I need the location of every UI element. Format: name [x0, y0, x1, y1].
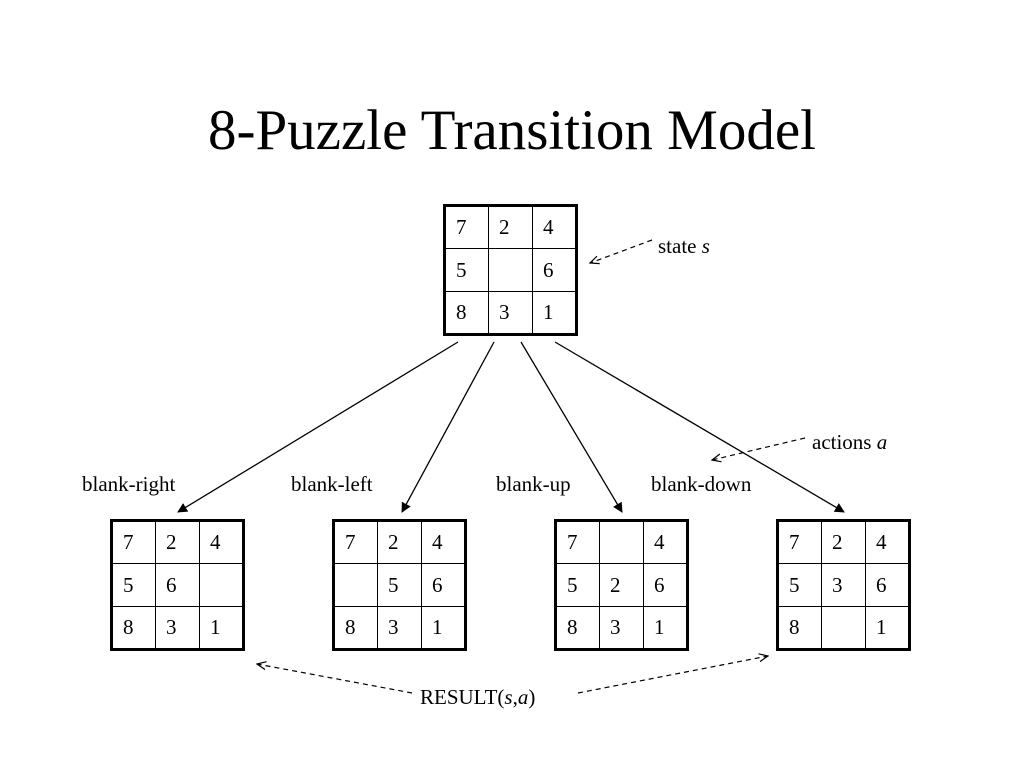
arrow-blank-left	[401, 341, 495, 513]
grid-cell: 1	[865, 606, 910, 650]
grid-cell: 5	[444, 248, 489, 292]
child-grid-blank-up: 7 4 5 2 6 8 3 1	[554, 519, 689, 651]
grid-cell: 7	[444, 205, 489, 249]
grid-cell: 5	[555, 563, 600, 607]
grid-cell: 1	[199, 606, 244, 650]
grid-cell: 4	[865, 520, 910, 564]
grid-cell: 3	[488, 291, 533, 335]
grid-cell: 8	[555, 606, 600, 650]
grid-cell: 4	[421, 520, 466, 564]
state-label-text: state	[658, 234, 702, 258]
grid-cell: 7	[333, 520, 378, 564]
result-label: RESULT(s,a)	[420, 685, 535, 710]
child-grid-blank-right: 7 2 4 5 6 8 3 1	[110, 519, 245, 651]
grid-cell	[821, 606, 866, 650]
grid-cell: 1	[643, 606, 688, 650]
arrow-blank-right	[177, 341, 459, 513]
actions-label: actions a	[812, 430, 887, 455]
grid-cell: 8	[333, 606, 378, 650]
grid-cell: 6	[865, 563, 910, 607]
action-label-blank-up: blank-up	[496, 472, 571, 496]
actions-label-text: actions	[812, 430, 877, 454]
state-pointer-arrow	[590, 239, 653, 263]
action-label-blank-right: blank-right	[82, 472, 176, 496]
result-label-a: a	[517, 685, 529, 709]
result-pointer-arrow-right	[577, 656, 768, 694]
child-grid-blank-down: 7 2 4 5 3 6 8 1	[776, 519, 911, 651]
grid-cell: 3	[821, 563, 866, 607]
root-state-grid: 7 2 4 5 6 8 3 1	[443, 204, 578, 336]
grid-cell	[599, 520, 644, 564]
arrow-blank-down	[554, 341, 845, 513]
grid-cell: 6	[155, 563, 200, 607]
grid-cell: 6	[532, 248, 577, 292]
grid-cell	[333, 563, 378, 607]
grid-cell: 2	[155, 520, 200, 564]
grid-cell: 1	[532, 291, 577, 335]
grid-cell	[488, 248, 533, 292]
grid-cell: 5	[777, 563, 822, 607]
state-label-var: s	[701, 234, 710, 258]
grid-cell: 2	[821, 520, 866, 564]
grid-cell: 4	[532, 205, 577, 249]
grid-cell: 4	[199, 520, 244, 564]
arrow-blank-up	[520, 341, 623, 513]
grid-cell: 3	[377, 606, 422, 650]
grid-cell: 2	[377, 520, 422, 564]
state-label: state s	[658, 234, 710, 259]
grid-cell: 5	[111, 563, 156, 607]
action-label-blank-down: blank-down	[651, 472, 752, 496]
result-label-s: s	[504, 685, 513, 709]
grid-cell	[199, 563, 244, 607]
grid-cell: 3	[155, 606, 200, 650]
action-label-blank-left: blank-left	[291, 472, 373, 496]
slide-title: 8-Puzzle Transition Model	[208, 99, 816, 162]
grid-cell: 4	[643, 520, 688, 564]
grid-cell: 6	[421, 563, 466, 607]
grid-cell: 8	[444, 291, 489, 335]
result-label-prefix: RESULT(	[420, 685, 505, 709]
grid-cell: 3	[599, 606, 644, 650]
actions-pointer-arrow	[712, 437, 806, 460]
grid-cell: 8	[777, 606, 822, 650]
grid-cell: 2	[599, 563, 644, 607]
grid-cell: 7	[777, 520, 822, 564]
grid-cell: 2	[488, 205, 533, 249]
result-label-comma: ,	[512, 685, 518, 709]
grid-cell: 6	[643, 563, 688, 607]
child-grid-blank-left: 7 2 4 5 6 8 3 1	[332, 519, 467, 651]
actions-label-var: a	[876, 430, 888, 454]
grid-cell: 5	[377, 563, 422, 607]
grid-cell: 1	[421, 606, 466, 650]
result-pointer-arrow-left	[257, 664, 413, 694]
grid-cell: 7	[111, 520, 156, 564]
grid-cell: 7	[555, 520, 600, 564]
result-label-suffix: )	[528, 685, 536, 709]
grid-cell: 8	[111, 606, 156, 650]
